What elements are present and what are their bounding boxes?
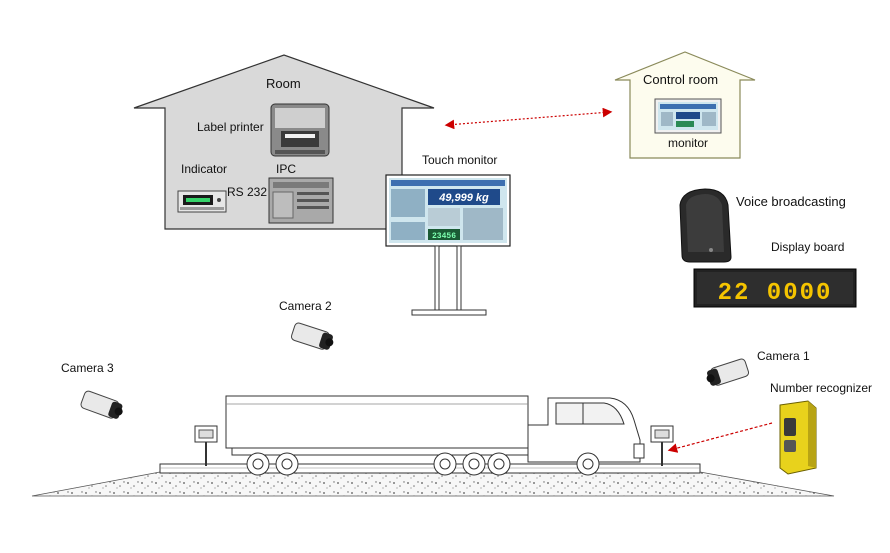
speaker-icon — [679, 188, 732, 263]
ipc-icon — [268, 177, 334, 224]
entry-post-right — [650, 425, 674, 466]
touch-monitor-weight-readout: 49,999 kg — [438, 192, 489, 204]
number-recognizer-label: Number recognizer — [770, 381, 873, 395]
display-board-label: Display board — [771, 240, 845, 254]
camera-1-label: Camera 1 — [757, 349, 810, 363]
indicator-label: Indicator — [181, 162, 228, 176]
camera-1-icon — [706, 358, 750, 386]
camera-2-icon — [290, 322, 334, 350]
label-printer-icon — [270, 103, 330, 157]
label-printer-label: Label printer — [197, 120, 264, 134]
recognizer-link-arrow — [667, 422, 773, 453]
control-room-monitor-icon — [654, 98, 722, 134]
camera-2-label: Camera 2 — [279, 299, 332, 313]
touch-monitor-icon — [385, 174, 511, 316]
display-board-icon — [693, 268, 857, 308]
room-link-arrow — [444, 107, 613, 130]
camera-3-icon — [80, 390, 123, 419]
display-board-readout: 22 0000 — [718, 280, 833, 307]
control-room-label: Control room — [643, 72, 719, 87]
weighbridge-platform — [159, 463, 701, 474]
camera-3-label: Camera 3 — [61, 361, 114, 375]
touch-monitor-label: Touch monitor — [422, 153, 498, 167]
ground-surface — [31, 471, 835, 497]
indicator-icon — [177, 190, 227, 213]
rs232-label: RS 232 — [227, 185, 268, 199]
control-room-monitor-label: monitor — [668, 136, 709, 150]
truck-icon — [225, 395, 645, 476]
ipc-label: IPC — [276, 162, 297, 176]
voice-broadcasting-label: Voice broadcasting — [736, 194, 846, 209]
touch-monitor-counter-readout: 23456 — [432, 232, 456, 241]
entry-post-left — [194, 425, 218, 466]
room-label: Room — [266, 76, 301, 91]
number-recognizer-icon — [779, 400, 817, 475]
